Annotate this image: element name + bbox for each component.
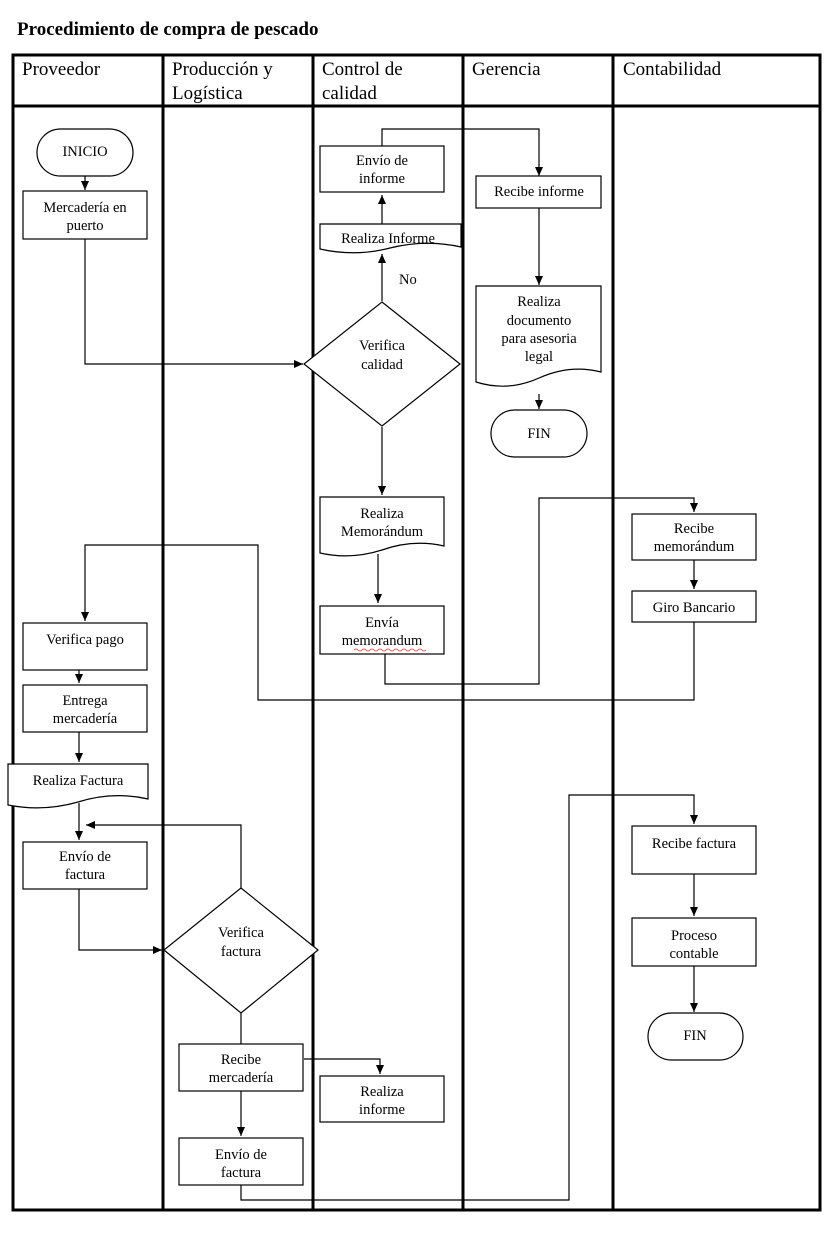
spellcheck-underline xyxy=(353,648,427,652)
label-realiza-factura: Realiza Factura xyxy=(33,773,124,789)
edge-envia-recibe-memorandum xyxy=(384,497,698,685)
process-verifica-pago xyxy=(22,622,148,671)
label-fin-gerencia: FIN xyxy=(527,426,551,442)
label-fin-contabilidad: FIN xyxy=(683,1028,707,1044)
label-verifica-pago: Verifica pago xyxy=(46,632,124,648)
label-inicio: INICIO xyxy=(62,144,107,160)
edge-envio-recibe-informe xyxy=(381,128,543,176)
label-recibe-factura: Recibe factura xyxy=(652,836,737,852)
process-recibe-informe xyxy=(475,175,602,209)
process-giro-bancario xyxy=(631,590,757,623)
decision-verifica-factura xyxy=(163,887,319,1014)
label-realiza-informe-doc: Realiza Informe xyxy=(341,231,435,247)
edge-envio-recibe-factura xyxy=(240,794,698,1201)
process-mercaderia-puerto xyxy=(22,190,148,240)
lane-header-contabilidad: Contabilidad xyxy=(623,59,722,80)
process-envia-memorandum xyxy=(319,605,445,655)
document-realiza-documento xyxy=(475,285,602,387)
label-giro-bancario: Giro Bancario xyxy=(653,600,736,616)
swimlane-grid xyxy=(11,53,822,1212)
edge-envio-verifica-factura xyxy=(78,889,162,954)
lane-header-gerencia: Gerencia xyxy=(472,59,541,80)
connectors xyxy=(75,128,698,1201)
process-recibe-memorandum xyxy=(631,513,757,561)
lane-header-produccion: Producción y Logística xyxy=(172,59,278,104)
edge-verifica-factura-return xyxy=(86,821,242,888)
end-terminal-fin-gerencia xyxy=(490,409,588,458)
process-recibe-mercaderia xyxy=(178,1043,304,1092)
process-proceso-contable xyxy=(631,917,757,967)
document-realiza-factura xyxy=(7,763,149,809)
process-envio-factura-produccion xyxy=(178,1137,304,1186)
document-realiza-informe xyxy=(319,223,462,254)
process-recibe-factura xyxy=(631,825,757,875)
process-entrega-mercaderia xyxy=(22,684,148,733)
diagram-title: Procedimiento de compra de pescado xyxy=(17,19,319,40)
document-realiza-memorandum xyxy=(319,496,445,557)
process-envio-informe xyxy=(319,145,445,193)
label-recibe-informe: Recibe informe xyxy=(494,184,584,200)
end-terminal-fin-contabilidad xyxy=(647,1012,744,1061)
process-envio-factura-proveedor xyxy=(22,841,148,890)
start-terminal-inicio xyxy=(36,128,134,177)
lane-header-proveedor: Proveedor xyxy=(22,59,101,80)
process-realiza-informe xyxy=(319,1075,445,1123)
edge-mercaderia-verifica-calidad xyxy=(84,239,303,368)
edge-giro-verifica-pago xyxy=(81,544,695,701)
decision-verifica-calidad xyxy=(303,301,461,427)
lane-header-control-calidad: Control de calidad xyxy=(322,59,408,104)
edge-label-no: No xyxy=(399,272,417,288)
edge-recibe-realiza-informe xyxy=(304,1058,384,1074)
